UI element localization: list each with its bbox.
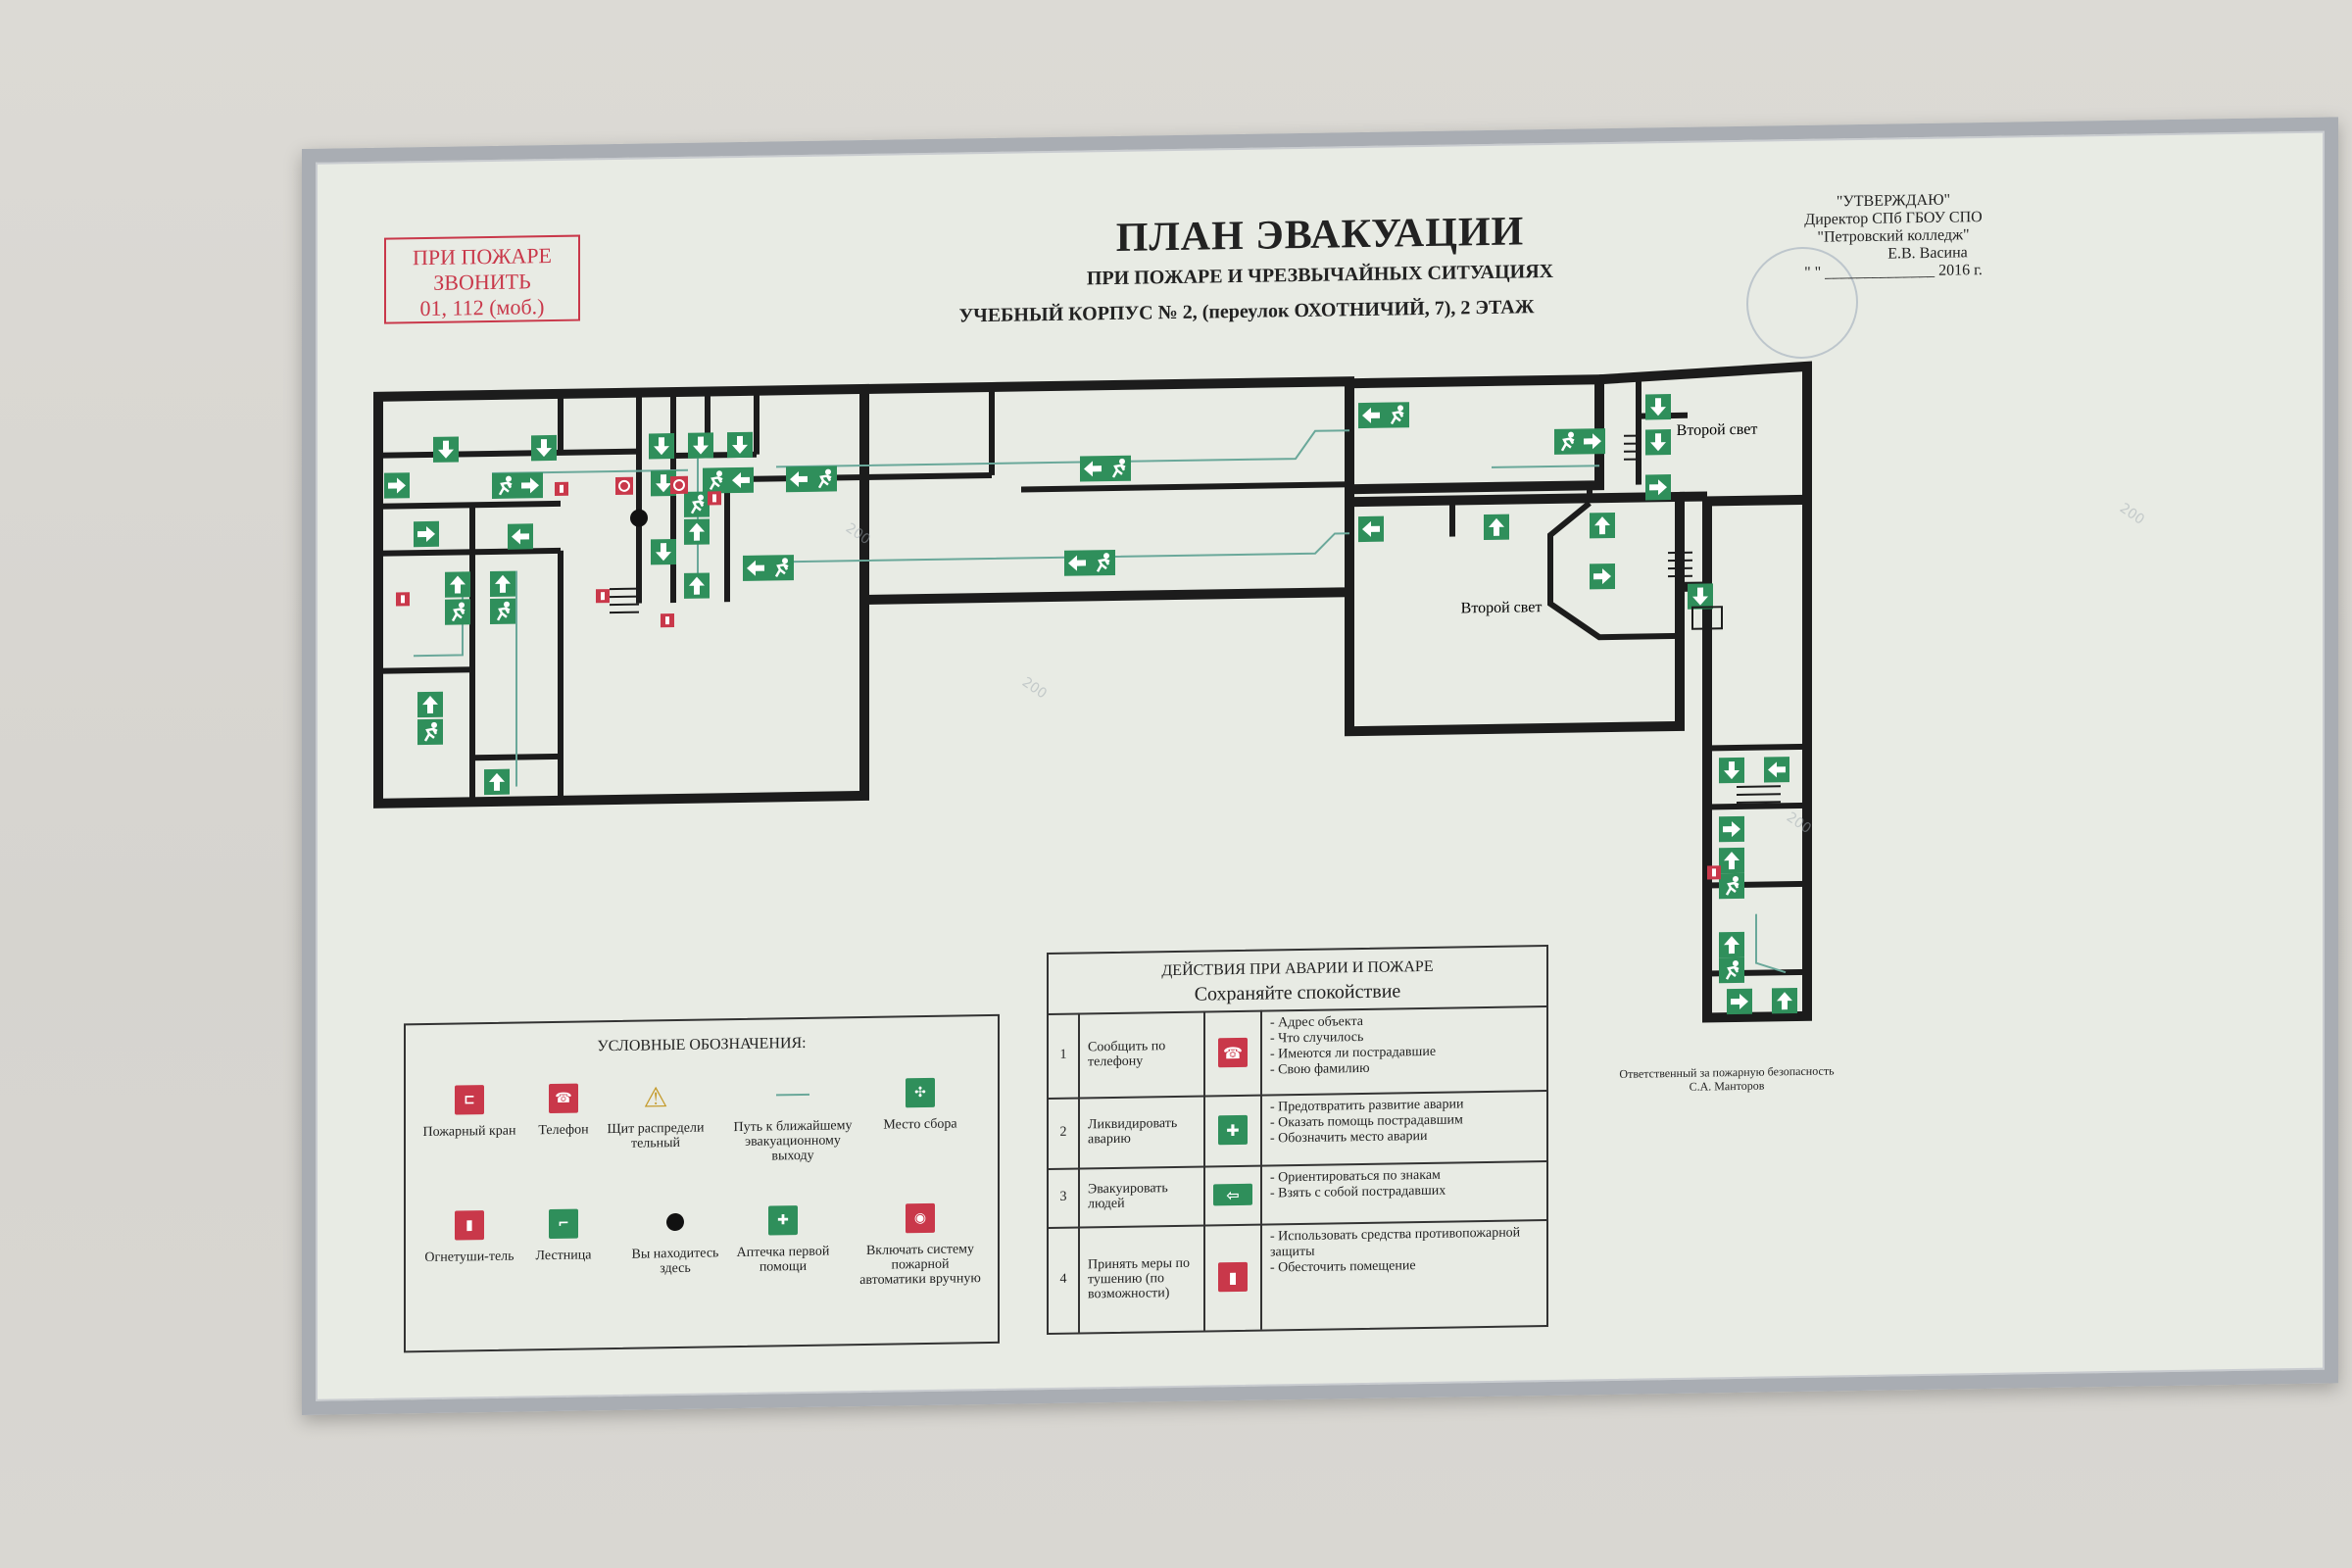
legend-title: УСЛОВНЫЕ ОБОЗНАЧЕНИЯ: [597, 1034, 807, 1055]
fire-hose-icon: ⊏ [455, 1085, 484, 1115]
room-label-second-light-1: Второй свет [1461, 599, 1543, 616]
actions-subheading: Сохраняйте спокойствие [1194, 980, 1401, 1005]
legend-item-fire-hose: ⊏ Пожарный кран [416, 1082, 523, 1140]
actions-row: 2 Ликвидировать аварию ✚ - Предотвратить… [1049, 1090, 1546, 1171]
legend-item-alarm-button: ◉ Включать систему пожарной автоматики в… [857, 1200, 984, 1288]
actions-row: 4 Принять меры по тушению (по возможност… [1049, 1219, 1546, 1334]
phone-icon: ☎ [1218, 1037, 1248, 1068]
electrical-panel-icon: ⚠ [643, 1080, 668, 1114]
legend-item-you-are-here: Вы находитесь здесь [621, 1204, 729, 1277]
responsible-person: Ответственный за пожарную безопасность С… [1619, 1063, 1835, 1094]
floor-plan: Второй свет Второй свет [373, 361, 1812, 1023]
actions-heading: ДЕЙСТВИЯ ПРИ АВАРИИ И ПОЖАРЕ [1161, 957, 1434, 980]
extinguisher-icon: ▮ [455, 1210, 484, 1241]
legend-item-path: Путь к ближайшему эвакуационному выходу [729, 1077, 857, 1164]
evacuation-path-line-icon [776, 1093, 809, 1097]
extinguisher-icon: ▮ [1218, 1261, 1248, 1293]
actions-row: 3 Эвакуировать людей ⇦ - Ориентироваться… [1049, 1160, 1546, 1230]
stairs-icon: ⌐ [549, 1208, 578, 1240]
you-are-here-icon [666, 1212, 684, 1232]
legend-item-extinguisher: ▮ Огнетуши-тель [416, 1207, 523, 1265]
actions-row: 1 Сообщить по телефону ☎ - Адрес объекта… [1049, 1005, 1546, 1101]
evacuation-plan-sheet: ПРИ ПОЖАРЕ ЗВОНИТЬ 01, 112 (моб.) ПЛАН Э… [302, 117, 2338, 1415]
legend-item-panel: ⚠ Щит распредели тельный [607, 1080, 705, 1152]
phone-icon: ☎ [549, 1083, 578, 1114]
legend-panel: УСЛОВНЫЕ ОБОЗНАЧЕНИЯ: ⊏ Пожарный кран ☎ … [404, 1013, 1000, 1353]
legend-item-stairs: ⌐ Лестница [510, 1206, 617, 1264]
actions-header: ДЕЙСТВИЯ ПРИ АВАРИИ И ПОЖАРЕ Сохраняйте … [1049, 947, 1546, 1016]
room-label-second-light-2: Второй свет [1677, 421, 1758, 439]
first-aid-icon: ✚ [768, 1205, 798, 1236]
first-aid-icon: ✚ [1218, 1114, 1248, 1146]
legend-item-first-aid: ✚ Аптечка первой помощи [729, 1202, 837, 1275]
legend-item-assembly: ✣ Место сбора [866, 1075, 974, 1133]
exit-door-icon: ⇦ [1213, 1183, 1252, 1206]
fire-alarm-button-icon: ◉ [906, 1202, 935, 1234]
assembly-point-icon: ✣ [906, 1077, 935, 1108]
actions-table: ДЕЙСТВИЯ ПРИ АВАРИИ И ПОЖАРЕ Сохраняйте … [1047, 945, 1548, 1336]
